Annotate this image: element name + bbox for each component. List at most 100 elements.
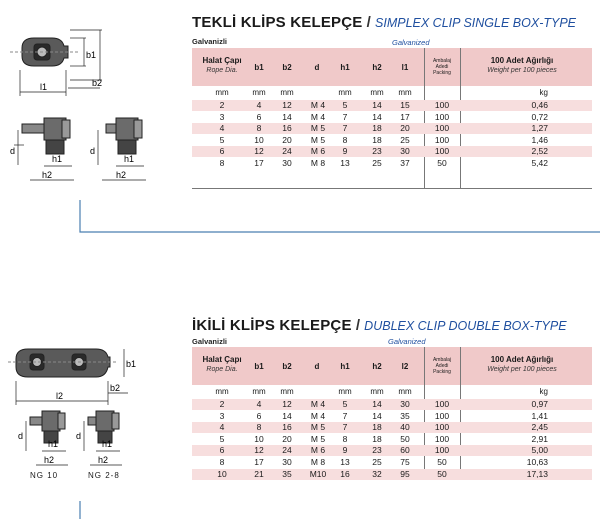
cell-d: M 5 [310,123,326,134]
cell-packing: 100 [434,111,450,122]
cell-b1: 12 [254,445,264,456]
diagram-label-h2-left: h2 [42,170,52,180]
cell-d: M 5 [310,134,326,145]
cell-weight: 5,42 [531,158,548,168]
header-h1: h1 [340,362,350,371]
cell-packing: 100 [434,410,450,421]
header-b1: b1 [254,362,264,371]
table-header: Halat Çapı Rope Dia. b1 b2 d h1 h2 l1 Am… [192,48,592,86]
diagram-label-h1-right: h1 [124,154,134,164]
cell-rope-dia: 6 [219,445,225,456]
cell-weight: 1,27 [531,123,548,134]
section-simplex-clip: b1 b2 l1 d h1 h2 d h1 h2 TEKLİ KLİPS K [10,14,600,233]
cell-h2: 18 [372,422,382,433]
column-divider [460,48,461,188]
cell-b1: 6 [256,111,262,122]
cell-h1: 5 [342,399,348,409]
cell-h2: 18 [372,134,382,145]
cell-b1: 4 [256,100,262,110]
duplex-clip-drawing: b1 b2 l2 d h1 h2 d h1 h2 [8,348,136,466]
cell-b2: 20 [282,433,292,444]
unit-weight: kg [539,387,548,396]
cell-b2: 12 [282,399,292,409]
diagram-label-h1-left: h1 [48,439,58,449]
cell-b1: 4 [256,399,262,409]
header-l: l2 [401,362,409,371]
cell-h2: 23 [372,445,382,456]
cell-packing: 100 [434,123,450,134]
cell-h1: 13 [340,457,350,467]
header-h2: h2 [372,362,382,371]
header-b2: b2 [282,362,292,371]
cell-b1: 10 [254,433,264,444]
title-turkish: İKİLİ KLİPS KELEPÇE [192,317,352,334]
cell-h1: 8 [342,433,348,444]
cell-b2: 30 [282,158,292,168]
cell-rope-dia: 8 [219,158,225,168]
unit-rope-dia: mm [215,387,229,396]
diagram-label-d-right: d [76,431,81,441]
column-divider [424,347,425,478]
cell-h1: 7 [342,123,348,134]
cell-l: 17 [400,111,410,122]
cell-d: M 4 [310,111,326,122]
header-h2: h2 [372,63,382,72]
cell-h2: 14 [372,410,382,421]
cell-l: 20 [400,123,410,134]
header-h1: h1 [340,63,350,72]
cell-packing: 100 [434,399,450,409]
ng-label-right: NG 2-8 [88,471,120,480]
simplex-top-view [10,37,80,67]
cell-h2: 18 [372,433,382,444]
cell-rope-dia: 4 [219,123,225,134]
cell-h2: 14 [372,399,382,409]
cell-b2: 20 [282,134,292,145]
cell-b2: 24 [282,146,292,157]
ng-label-left: NG 10 [30,471,59,480]
cell-b2: 12 [282,100,292,110]
cell-h2: 18 [372,123,382,134]
cell-h1: 7 [342,111,348,122]
finish-english: Galvanized [392,38,430,47]
title-english: DUBLEX CLIP DOUBLE BOX-TYPE [364,319,567,333]
cell-h1: 9 [342,445,348,456]
header-d: d [314,63,320,72]
header-b2: b2 [282,63,292,72]
diagram-label-h2-left: h2 [44,455,54,465]
cell-h2: 14 [372,111,382,122]
unit-h1: mm [338,387,352,396]
cell-weight: 5,00 [531,445,548,456]
cell-b1: 21 [254,468,264,479]
cell-rope-dia: 3 [219,111,225,122]
unit-h2: mm [370,387,384,396]
cell-weight: 0,97 [531,399,548,409]
header-d: d [314,362,320,371]
cell-d: M 4 [310,399,326,409]
cell-weight: 17,13 [526,468,548,479]
header-rope-dia: Halat Çapı Rope Dia. [202,355,242,373]
cell-b1: 10 [254,134,264,145]
duplex-side-view-right [87,410,120,444]
title-turkish: TEKLİ KLİPS KELEPÇE [192,14,363,31]
unit-weight: kg [539,88,548,97]
cell-b2: 16 [282,123,292,134]
diagram-label-d-left: d [10,146,15,156]
cell-l: 95 [400,468,410,479]
table-bottom-line [192,188,592,189]
cell-packing: 50 [437,468,447,479]
cell-rope-dia: 5 [219,433,225,444]
simplex-side-view-right [105,117,143,155]
cell-h1: 7 [342,422,348,433]
cell-b1: 17 [254,158,264,168]
cell-d: M 8 [310,457,326,467]
cell-b2: 30 [282,457,292,467]
cell-rope-dia: 3 [219,410,225,421]
cell-packing: 100 [434,146,450,157]
cell-h2: 23 [372,146,382,157]
cell-rope-dia: 4 [219,422,225,433]
cell-l: 35 [400,410,410,421]
unit-b1: mm [252,88,266,97]
table-header: Halat Çapı Rope Dia. b1 b2 d h1 h2 l2 Am… [192,347,592,385]
